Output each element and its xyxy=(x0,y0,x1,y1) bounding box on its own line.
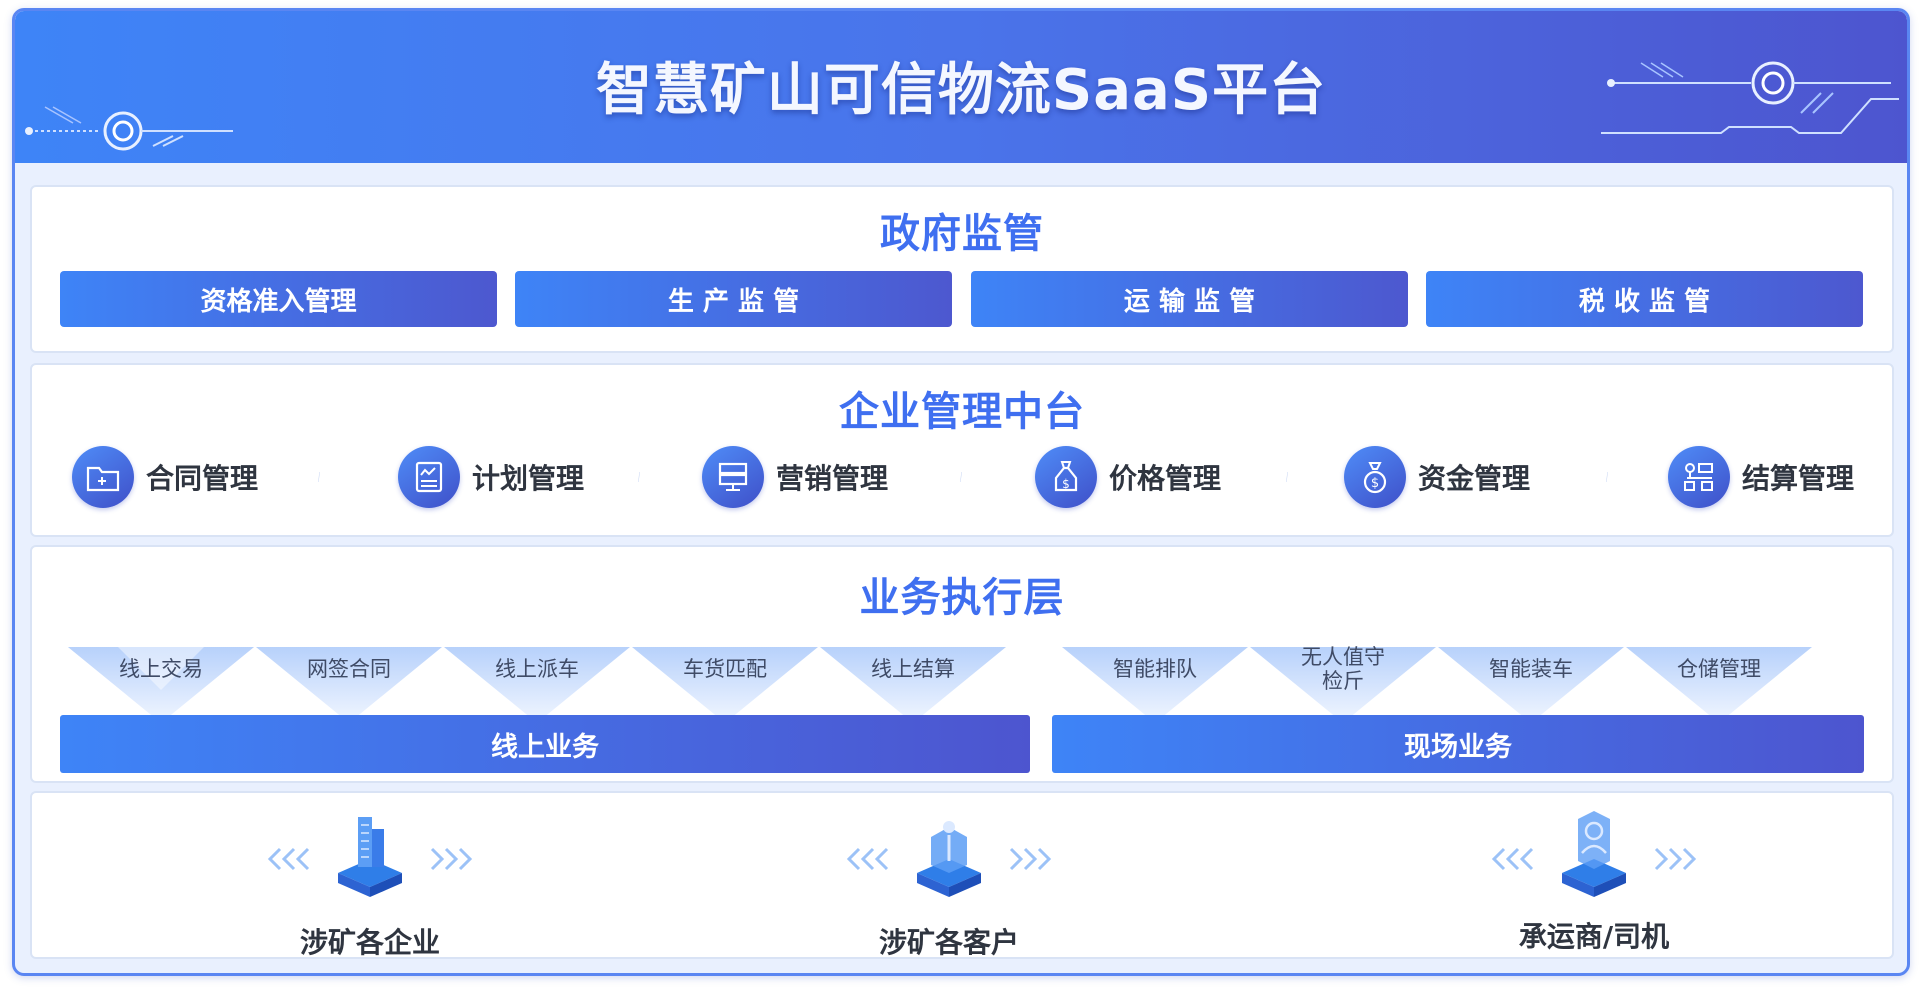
svg-text:$: $ xyxy=(1371,476,1379,491)
chevron-down-icon xyxy=(444,647,630,723)
execution-title: 业务执行层 xyxy=(859,575,1065,621)
contract-folder-icon xyxy=(72,446,134,508)
plan-management-item[interactable]: 计划管理 xyxy=(398,445,584,509)
divider-line-icon xyxy=(638,471,640,483)
divider-line-icon xyxy=(1286,471,1288,483)
vehicle-cargo-matching-label: 车货匹配 xyxy=(683,657,767,681)
fund-management-label: 资金管理 xyxy=(1418,462,1531,495)
plan-document-icon xyxy=(398,446,460,508)
online-trading-item[interactable]: 线上交易 xyxy=(68,647,254,723)
plan-management-label: 计划管理 xyxy=(472,462,585,495)
online-trading-label: 线上交易 xyxy=(119,657,203,681)
e-signed-contract-item[interactable]: 网签合同 xyxy=(256,647,442,723)
customer-person-icon xyxy=(846,821,1052,897)
carrier-driver-item[interactable]: 承运商/司机 xyxy=(1474,803,1714,963)
platform-frame: 智慧矿山可信物流SaaS平台 政府监管 资格准入管理 生 产 监 管 运 输 监… xyxy=(12,8,1910,976)
price-management-item[interactable]: $ 价格管理 xyxy=(1035,445,1221,509)
mining-customer-item[interactable]: 涉矿各客户 xyxy=(829,803,1069,963)
marketing-server-icon xyxy=(702,446,764,508)
tax-supervision-button[interactable]: 税 收 监 管 xyxy=(1426,271,1863,327)
money-bag-icon: $ xyxy=(1344,446,1406,508)
carrier-driver-label: 承运商/司机 xyxy=(1518,920,1670,953)
transport-supervision-button[interactable]: 运 输 监 管 xyxy=(971,271,1408,327)
svg-text:$: $ xyxy=(1062,477,1070,491)
e-signed-contract-label: 网签合同 xyxy=(307,657,391,681)
tech-decoration-right-icon xyxy=(1601,61,1899,134)
driver-carrier-icon xyxy=(1491,811,1697,897)
chevron-down-icon xyxy=(1438,647,1624,723)
smart-loading-label: 智能装车 xyxy=(1489,657,1573,681)
online-dispatch-item[interactable]: 线上派车 xyxy=(444,647,630,723)
online-business-bar[interactable]: 线上业务 xyxy=(60,715,1030,773)
execution-panel: 业务执行层 线上交易 网签合同 线上派车 车货匹配 线上结算 智能排队 xyxy=(30,545,1894,783)
chevron-down-icon xyxy=(256,647,442,723)
online-settlement-item[interactable]: 线上结算 xyxy=(820,647,1006,723)
settlement-management-label: 结算管理 xyxy=(1742,462,1855,495)
enterprise-title: 企业管理中台 xyxy=(839,389,1085,435)
settlement-management-item[interactable]: 结算管理 xyxy=(1668,445,1854,509)
smart-loading-item[interactable]: 智能装车 xyxy=(1438,647,1624,723)
onsite-business-bar[interactable]: 现场业务 xyxy=(1052,715,1864,773)
government-title: 政府监管 xyxy=(880,211,1044,257)
chevron-down-icon xyxy=(820,647,1006,723)
contract-management-label: 合同管理 xyxy=(146,462,259,495)
government-panel: 政府监管 资格准入管理 生 产 监 管 运 输 监 管 税 收 监 管 xyxy=(30,185,1894,353)
vehicle-cargo-matching-item[interactable]: 车货匹配 xyxy=(632,647,818,723)
chevron-down-icon xyxy=(632,647,818,723)
divider-line-icon xyxy=(960,471,962,483)
mining-enterprise-item[interactable]: 涉矿各企业 xyxy=(250,803,490,963)
header-banner: 智慧矿山可信物流SaaS平台 xyxy=(15,11,1907,163)
chevron-down-icon xyxy=(68,647,254,723)
qualification-access-button[interactable]: 资格准入管理 xyxy=(60,271,497,327)
unmanned-weighing-item[interactable]: 无人值守 检斤 xyxy=(1250,645,1436,723)
settlement-org-icon xyxy=(1668,446,1730,508)
marketing-management-item[interactable]: 营销管理 xyxy=(702,445,888,509)
tech-decoration-left-icon xyxy=(25,106,233,151)
mining-enterprise-label: 涉矿各企业 xyxy=(299,926,440,959)
warehouse-management-label: 仓储管理 xyxy=(1677,657,1761,681)
divider-line-icon xyxy=(1606,471,1608,483)
chevron-down-icon xyxy=(1062,647,1248,723)
participants-panel: 涉矿各企业 涉矿各客户 xyxy=(30,791,1894,959)
chevron-down-icon xyxy=(1250,647,1436,723)
online-settlement-label: 线上结算 xyxy=(871,657,955,681)
smart-queue-item[interactable]: 智能排队 xyxy=(1062,647,1248,723)
warehouse-management-item[interactable]: 仓储管理 xyxy=(1626,647,1812,723)
marketing-management-label: 营销管理 xyxy=(776,462,889,495)
price-management-label: 价格管理 xyxy=(1109,462,1222,495)
fund-management-item[interactable]: $ 资金管理 xyxy=(1344,445,1530,509)
contract-management-item[interactable]: 合同管理 xyxy=(72,445,258,509)
enterprise-building-icon xyxy=(267,817,473,897)
enterprise-panel: 企业管理中台 合同管理 计划管理 营销管理 $ 价格管理 xyxy=(30,363,1894,537)
production-supervision-button[interactable]: 生 产 监 管 xyxy=(515,271,952,327)
platform-title: 智慧矿山可信物流SaaS平台 xyxy=(595,58,1327,123)
smart-queue-label: 智能排队 xyxy=(1113,657,1197,681)
chevron-down-icon xyxy=(1626,647,1812,723)
mining-customer-label: 涉矿各客户 xyxy=(878,926,1019,959)
unmanned-weighing-label: 无人值守 检斤 xyxy=(1301,645,1385,693)
price-tag-icon: $ xyxy=(1035,446,1097,508)
divider-line-icon xyxy=(318,471,320,483)
online-dispatch-label: 线上派车 xyxy=(495,657,579,681)
